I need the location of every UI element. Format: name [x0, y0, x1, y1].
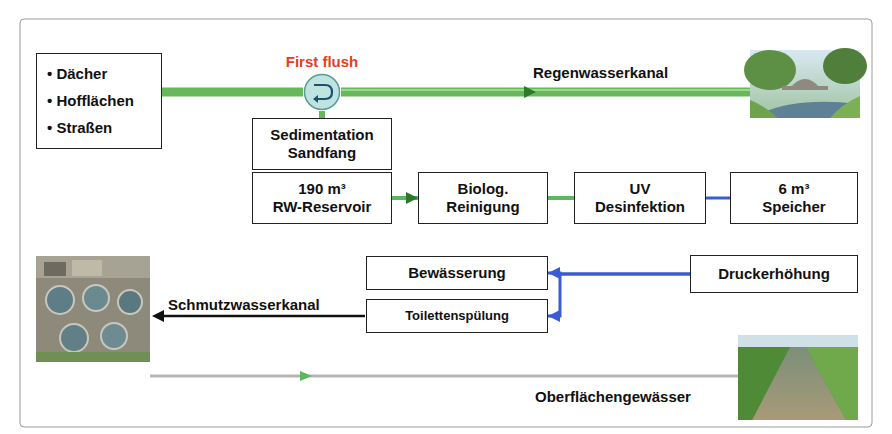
- box-label: Bewässerung: [408, 264, 506, 282]
- box-label: Toilettenspülung: [405, 308, 509, 324]
- box-label: UV Desinfektion: [590, 180, 690, 216]
- box-label: Biolog. Reinigung: [433, 180, 533, 216]
- pump-box: Druckerhöhung: [690, 255, 858, 293]
- frame: [20, 19, 872, 427]
- text-word: flush: [322, 53, 358, 70]
- text-word: Reinigung: [446, 198, 519, 215]
- text-word: m³: [791, 180, 809, 197]
- text-word: Speicher: [762, 198, 825, 215]
- bar-highlight: [341, 89, 752, 91]
- list-item: • Hofflächen: [47, 92, 134, 110]
- text-stack: Bewässerung: [408, 264, 506, 282]
- flow-arrowhead: [524, 86, 536, 98]
- text-word: Bewässerung: [408, 264, 506, 281]
- text-word: RW-Reservoir: [273, 198, 372, 215]
- text-stack: Druckerhöhung: [718, 265, 830, 283]
- text-word: 6: [779, 180, 787, 197]
- text-word: Toilettenspülung: [405, 308, 509, 323]
- text-word: Hofflächen: [56, 92, 134, 109]
- text-word: Dächer: [56, 65, 107, 82]
- rainwater-channel-line: [341, 88, 752, 97]
- flow-connector: [392, 196, 418, 200]
- box-label: 190 m³ RW-Reservoir: [268, 180, 376, 216]
- text-word: m³: [327, 180, 345, 197]
- process-box: UV Desinfektion: [574, 172, 706, 224]
- treatment-plant-photo: [36, 256, 150, 362]
- use-box: Bewässerung: [366, 256, 548, 290]
- box-label: 6 m³ Speicher: [754, 180, 834, 216]
- node-heading: First flush: [286, 53, 359, 71]
- source-box: • Dächer• Hofflächen• Straßen: [36, 53, 162, 149]
- text-word: Druckerhöhung: [718, 265, 830, 282]
- surface-water-photo: [738, 335, 858, 420]
- outflow-line: [150, 375, 738, 378]
- channel-label: Schmutzwasserkanal: [168, 296, 320, 314]
- use-box: Toilettenspülung: [366, 299, 548, 333]
- outflow-arrowhead: [300, 371, 312, 381]
- storage-box: 6 m³ Speicher: [730, 172, 858, 224]
- text-stack: Biolog. Reinigung: [433, 180, 533, 216]
- reservoir-box: 190 m³ RW-Reservoir: [252, 172, 392, 224]
- flow-connector: [548, 196, 574, 200]
- separator-circle: [305, 75, 340, 110]
- text-word: 190: [298, 180, 323, 197]
- swirl-arrowhead: [313, 95, 318, 103]
- flow-connector: [319, 111, 325, 118]
- wastewater-line: [160, 315, 365, 318]
- text-word: •: [47, 65, 52, 82]
- text-word: •: [47, 119, 52, 136]
- process-box: Biolog. Reinigung: [418, 172, 548, 224]
- first-flush-node: First flush: [272, 53, 372, 111]
- flow-connector: [548, 274, 690, 316]
- text-word: •: [47, 92, 52, 109]
- text-stack: 190 m³ RW-Reservoir: [268, 180, 376, 216]
- text-stack: Sedimentation Sandfang: [265, 126, 380, 162]
- text-word: Straßen: [56, 119, 112, 136]
- text-stack: 6 m³ Speicher: [754, 180, 834, 216]
- text-stack: Toilettenspülung: [405, 308, 509, 324]
- river-photo: [744, 48, 867, 118]
- text-word: First: [286, 53, 319, 70]
- water-body-label: Oberflächengewässer: [535, 388, 691, 406]
- process-box: Sedimentation Sandfang: [252, 118, 392, 170]
- box-label: Sedimentation Sandfang: [265, 126, 380, 162]
- list-item: • Straßen: [47, 119, 112, 137]
- first-flush-symbol: [303, 73, 341, 111]
- text-stack: UV Desinfektion: [590, 180, 690, 216]
- flow-connector: [162, 88, 303, 97]
- list-item: • Dächer: [47, 65, 107, 83]
- text-word: Desinfektion: [595, 198, 685, 215]
- wastewater-arrowhead: [152, 310, 164, 322]
- text-word: Sandfang: [288, 144, 356, 161]
- text-word: Sedimentation: [270, 126, 373, 143]
- channel-label: Regenwasserkanal: [533, 64, 668, 82]
- box-label: Druckerhöhung: [718, 265, 830, 283]
- flow-connector: [706, 197, 730, 200]
- text-word: UV: [630, 180, 651, 197]
- text-word: Biolog.: [458, 180, 509, 197]
